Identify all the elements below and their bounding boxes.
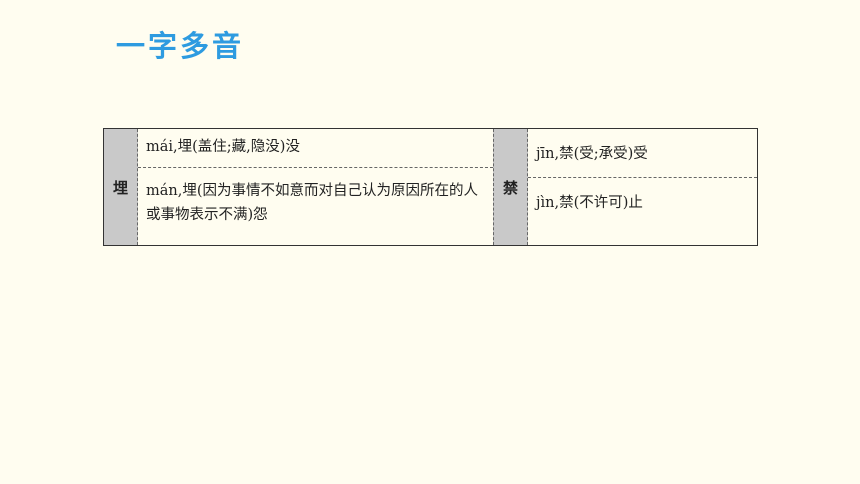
slide-title: 一字多音 bbox=[116, 29, 245, 63]
reading-jin-first-tone: jīn,禁(受;承受)受 bbox=[528, 129, 757, 178]
reading-mai: mái,埋(盖住;藏,隐没)没 bbox=[138, 129, 493, 168]
reading-jin-fourth-tone: jìn,禁(不许可)止 bbox=[536, 195, 643, 211]
character-cell-jin: 禁 bbox=[493, 129, 528, 245]
character-cell-mai: 埋 bbox=[104, 129, 138, 245]
readings-group-mai: mái,埋(盖住;藏,隐没)没 mán,埋(因为事情不如意而对自己认为原因所在的… bbox=[138, 129, 493, 245]
reading-man: mán,埋(因为事情不如意而对自己认为原因所在的人或事物表示不满)怨 bbox=[146, 183, 478, 223]
readings-group-jin: jīn,禁(受;承受)受 jìn,禁(不许可)止 bbox=[528, 129, 757, 245]
polyphone-table: 埋 mái,埋(盖住;藏,隐没)没 mán,埋(因为事情不如意而对自己认为原因所… bbox=[103, 128, 758, 246]
